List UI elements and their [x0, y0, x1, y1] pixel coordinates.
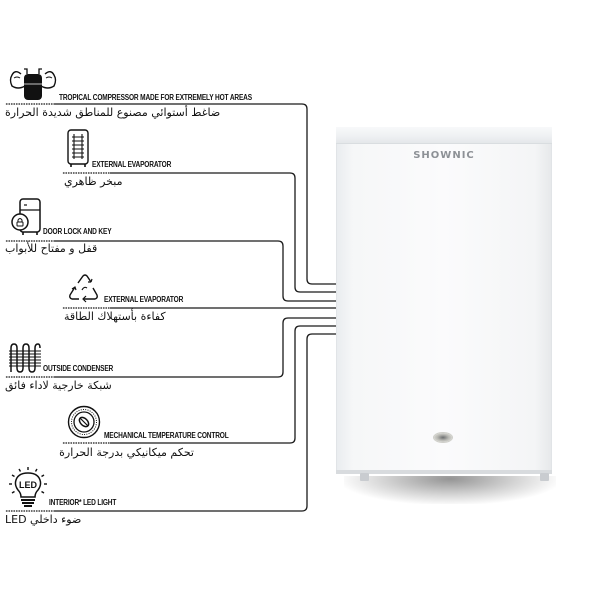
- compressor-icon: [8, 66, 58, 102]
- fridge-foot: [360, 473, 369, 481]
- fridge-top-panel: [336, 127, 552, 144]
- recycle-icon: [66, 273, 102, 305]
- connector-condenser: [5, 317, 337, 378]
- fridge-key-lock: [434, 433, 452, 442]
- feature-title-ar: كفاءة بأستهلاك الطاقة: [64, 310, 166, 323]
- door-lock-icon: [8, 197, 44, 237]
- thermostat-dial-icon: [67, 405, 101, 439]
- fridge-base: [336, 470, 552, 474]
- feature-title-ar: مبخر ظاهري: [64, 175, 123, 188]
- fridge-shadow: [344, 476, 556, 504]
- brand-logo: SHOWNIC: [413, 150, 475, 161]
- feature-title-ar: ضاغط أستوائي مصنوع للمناطق شديدة الحرارة: [5, 106, 221, 119]
- feature-title-en: EXTERNAL EVAPORATOR: [92, 160, 172, 169]
- connector-compressor: [5, 103, 337, 285]
- connector-temperature: [62, 325, 337, 444]
- feature-title-ar: تحكم ميكانيكي بدرجة الحرارة: [59, 446, 194, 459]
- feature-title-en: MECHANICAL TEMPERATURE CONTROL: [104, 431, 229, 440]
- feature-title-en: OUTSIDE CONDENSER: [43, 364, 114, 373]
- evaporator-icon: [66, 129, 90, 169]
- fridge-foot: [540, 473, 549, 481]
- condenser-icon: [9, 342, 41, 374]
- connector-evaporator: [62, 172, 337, 293]
- led-bulb-icon: LED: [8, 466, 48, 508]
- connector-door-lock: [5, 240, 337, 302]
- feature-title-ar: قفل و مفتاح للأبواب: [5, 242, 98, 255]
- connector-led: [5, 333, 337, 512]
- mini-fridge-image: SHOWNIC: [336, 127, 552, 474]
- feature-title-en: TROPICAL COMPRESSOR MADE FOR EXTREMELY H…: [59, 93, 252, 102]
- led-icon-text: LED: [19, 480, 38, 490]
- feature-title-en: INTERIOR* LED LIGHT: [49, 498, 117, 507]
- feature-title-ar: شبكة خارجية لاداء فائق: [5, 379, 112, 392]
- feature-title-ar: ضوء داخلي LED: [5, 513, 82, 526]
- feature-title-en: EXTERNAL EVAPORATOR: [104, 295, 184, 304]
- feature-title-en: DOOR LOCK AND KEY: [43, 227, 112, 236]
